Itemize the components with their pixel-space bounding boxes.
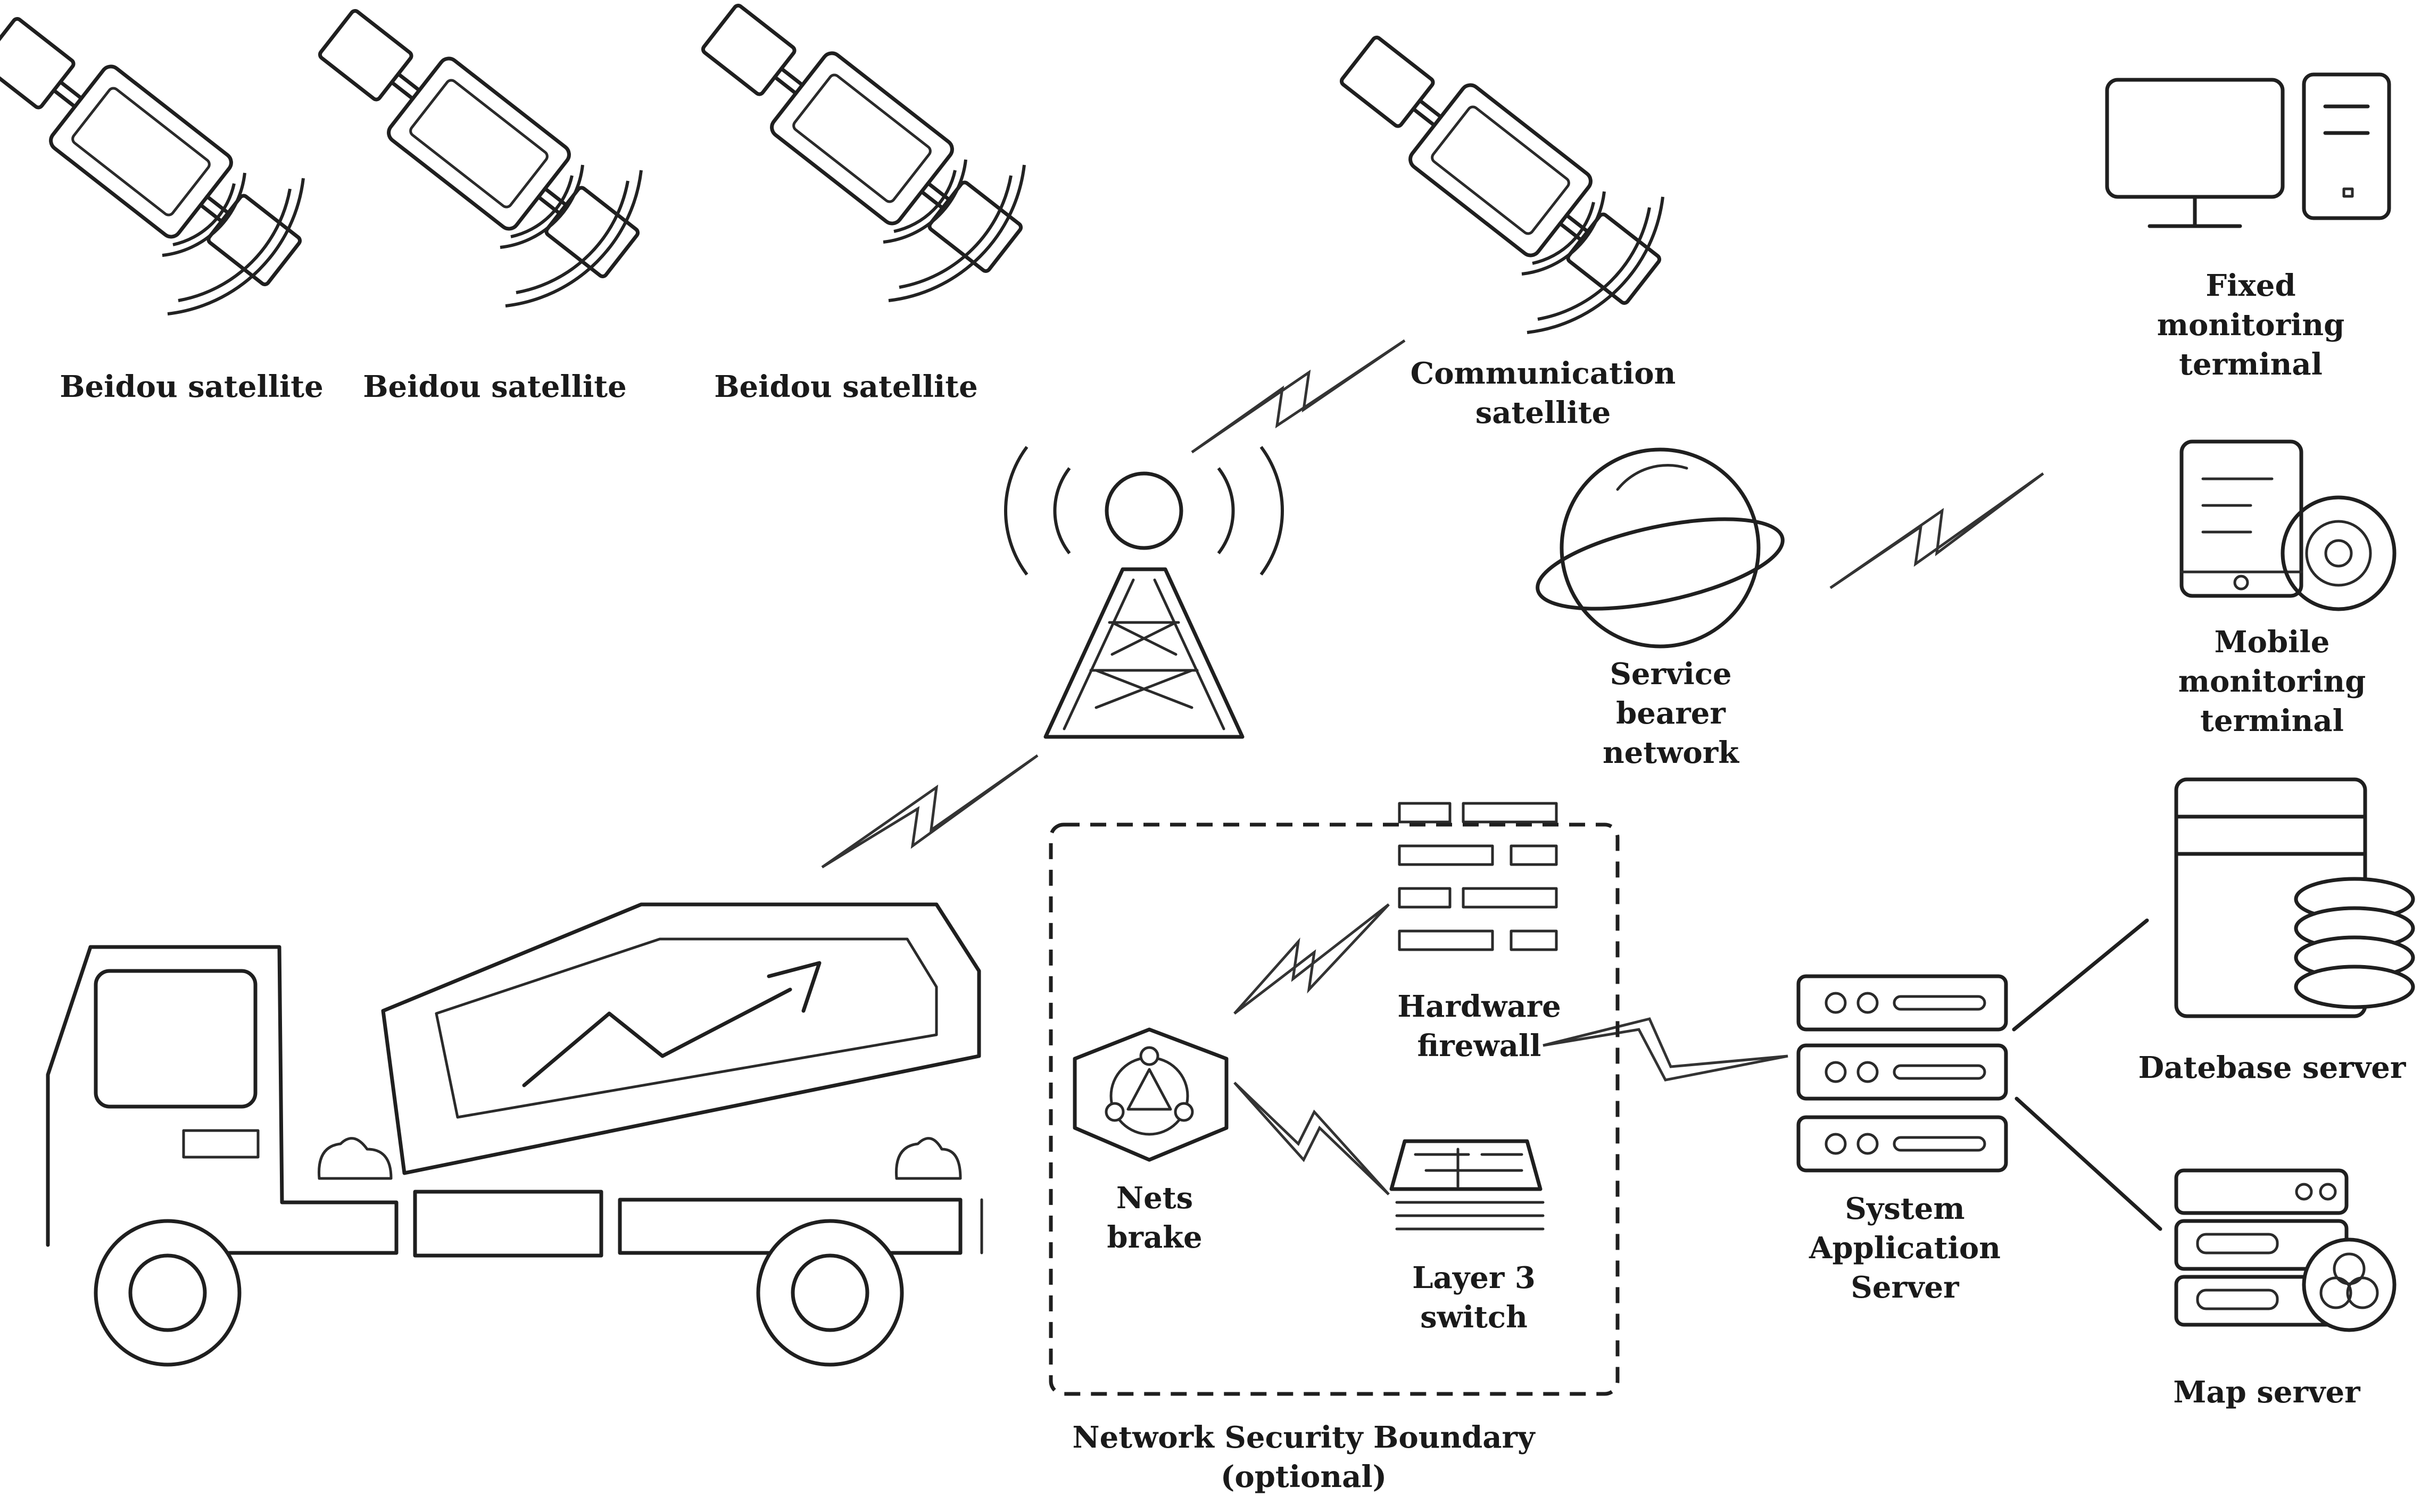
hardware-firewall-label: Hardware firewall [1362, 987, 1596, 1066]
mobile-monitoring-terminal-label: Mobile monitoring terminal [2139, 622, 2405, 741]
satellite-icon [689, 0, 1036, 301]
firewall-icon [1398, 802, 1558, 951]
beidou-satellite-label-1: Beidou satellite [60, 369, 324, 404]
wireless-link [821, 339, 2044, 1195]
communication-satellite-label: Communication satellite [1383, 354, 1703, 433]
radio-tower-icon [1004, 446, 1284, 739]
mobile-terminal-label-line2: monitoring [2178, 664, 2366, 699]
service-network-label-line3: network [1602, 735, 1739, 770]
layer3-switch-label-line1: Layer 3 [1412, 1260, 1536, 1295]
satellite-icon [1327, 19, 1674, 333]
nets-brake-label-line1: Nets [1116, 1181, 1193, 1216]
layer3-switch-label-line2: switch [1420, 1300, 1528, 1335]
wired-link [2012, 918, 2162, 1231]
fixed-terminal-label-line1: Fixed [2206, 268, 2296, 303]
satellite-icon [305, 0, 653, 306]
globe-network-icon [1536, 447, 1785, 649]
desktop-computer-icon [2105, 72, 2391, 228]
beidou-satellite-label-3: Beidou satellite [714, 369, 978, 404]
mobile-terminal-label-line3: terminal [2200, 703, 2344, 738]
fixed-terminal-label-line2: monitoring [2157, 308, 2345, 343]
fixed-monitoring-terminal-label: Fixed monitoring terminal [2102, 266, 2400, 384]
hardware-firewall-label-line2: firewall [1417, 1028, 1541, 1064]
security-boundary-label-line1: Network Security Boundary [1072, 1420, 1535, 1455]
beidou-satellite-label-2: Beidou satellite [363, 369, 627, 404]
nets-brake-label-line2: brake [1107, 1220, 1203, 1255]
mixer-truck-icon [46, 902, 983, 1367]
service-network-label-line2: bearer [1616, 696, 1726, 731]
database-server-label: Datebase server [2138, 1050, 2406, 1085]
security-boundary-label-line2: (optional) [1220, 1459, 1387, 1494]
app-server-label-line1: System [1845, 1191, 1965, 1226]
map-server-label: Map server [2173, 1375, 2360, 1410]
security-boundary-label: Network Security Boundary (optional) [1054, 1418, 1554, 1497]
layer3-switch-label: Layer 3 switch [1378, 1258, 1570, 1337]
nets-brake-label: Nets brake [1064, 1178, 1245, 1257]
map-server-icon [2174, 1168, 2397, 1332]
mobile-terminal-label-line1: Mobile [2214, 625, 2330, 660]
app-server-label-line3: Server [1851, 1270, 1959, 1305]
satellite-icon [0, 1, 314, 314]
communication-satellite-label-line2: satellite [1475, 395, 1611, 430]
service-network-label-line1: Service [1610, 657, 1732, 692]
tablet-phone-icon [2179, 439, 2397, 611]
hardware-firewall-label-line1: Hardware [1397, 989, 1561, 1024]
netgate-icon [1073, 1027, 1229, 1162]
database-icon [2174, 777, 2415, 1018]
service-bearer-network-label: Service bearer network [1532, 654, 1809, 772]
app-server-label-line2: Application [1809, 1231, 2001, 1266]
fixed-terminal-label-line3: terminal [2179, 347, 2323, 382]
system-application-server-label: System Application Server [1772, 1189, 2038, 1307]
communication-satellite-label-line1: Communication [1410, 356, 1676, 391]
security-boundary-box [1049, 823, 1620, 1396]
switch-icon [1389, 1139, 1545, 1231]
server-rack-icon [1798, 976, 2006, 1170]
